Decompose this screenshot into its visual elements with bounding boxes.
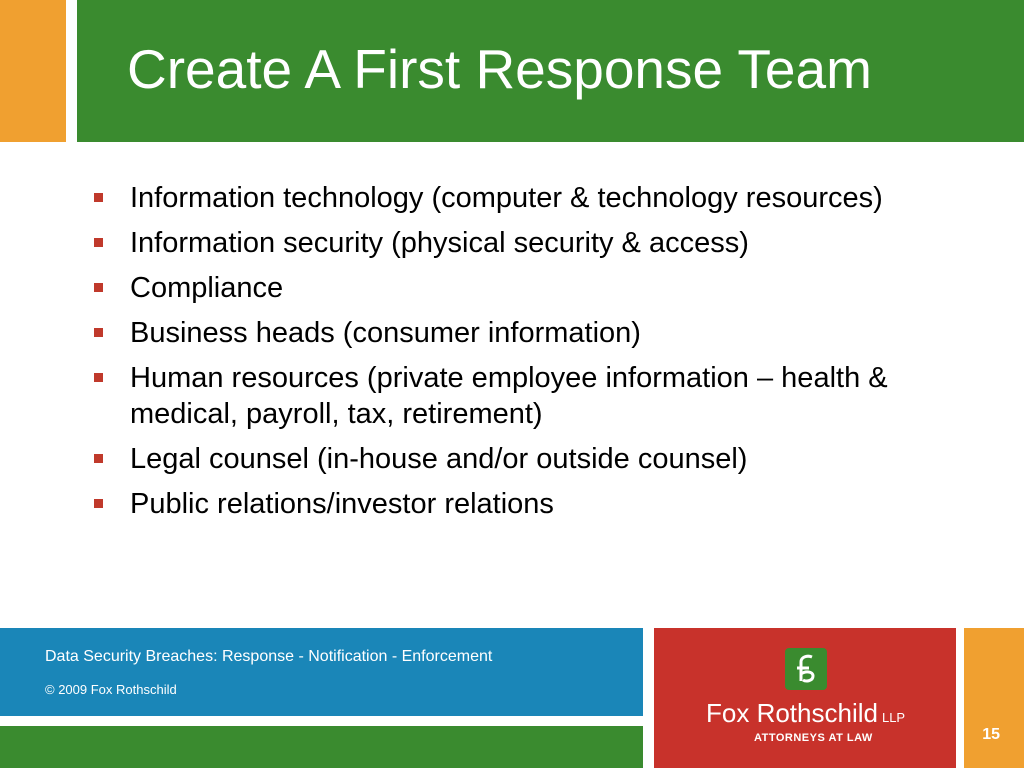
- logo-tagline: ATTORNEYS AT LAW: [754, 732, 873, 744]
- square-bullet-icon: [94, 499, 103, 508]
- bullet-list: Information technology (computer & techn…: [92, 180, 972, 531]
- footer-orange-block: 15: [964, 628, 1024, 768]
- bullet-text: Legal counsel (in-house and/or outside c…: [130, 443, 748, 475]
- bullet-item: Business heads (consumer information): [92, 315, 972, 351]
- square-bullet-icon: [94, 328, 103, 337]
- bullet-item: Legal counsel (in-house and/or outside c…: [92, 441, 972, 477]
- bullet-item: Compliance: [92, 270, 972, 306]
- fox-glyph-icon: [797, 654, 815, 683]
- footer-green-bar: [0, 726, 643, 768]
- bullet-text: Information technology (computer & techn…: [130, 182, 883, 214]
- header-orange-block: [0, 0, 66, 142]
- page-number: 15: [982, 726, 1000, 743]
- square-bullet-icon: [94, 373, 103, 382]
- bullet-item: Human resources (private employee inform…: [92, 360, 972, 432]
- bullet-item: Public relations/investor relations: [92, 486, 972, 522]
- footer-title: Data Security Breaches: Response - Notif…: [45, 648, 493, 665]
- footer-copyright: © 2009 Fox Rothschild: [45, 682, 177, 697]
- bullet-text: Human resources (private employee inform…: [130, 362, 888, 430]
- logo-name: Fox Rothschild: [706, 698, 878, 728]
- header-green-bar: Create A First Response Team: [77, 0, 1024, 142]
- footer-blue-bar: Data Security Breaches: Response - Notif…: [0, 628, 643, 716]
- square-bullet-icon: [94, 283, 103, 292]
- fox-logo-icon: [785, 648, 827, 690]
- bullet-text: Information security (physical security …: [130, 227, 749, 259]
- bullet-text: Public relations/investor relations: [130, 488, 554, 520]
- square-bullet-icon: [94, 454, 103, 463]
- square-bullet-icon: [94, 238, 103, 247]
- slide-title: Create A First Response Team: [127, 38, 872, 100]
- logo-suffix: LLP: [881, 710, 906, 725]
- square-bullet-icon: [94, 193, 103, 202]
- bullet-item: Information technology (computer & techn…: [92, 180, 972, 216]
- bullet-text: Compliance: [130, 272, 284, 304]
- bullet-text: Business heads (consumer information): [130, 317, 641, 349]
- bullet-item: Information security (physical security …: [92, 225, 972, 261]
